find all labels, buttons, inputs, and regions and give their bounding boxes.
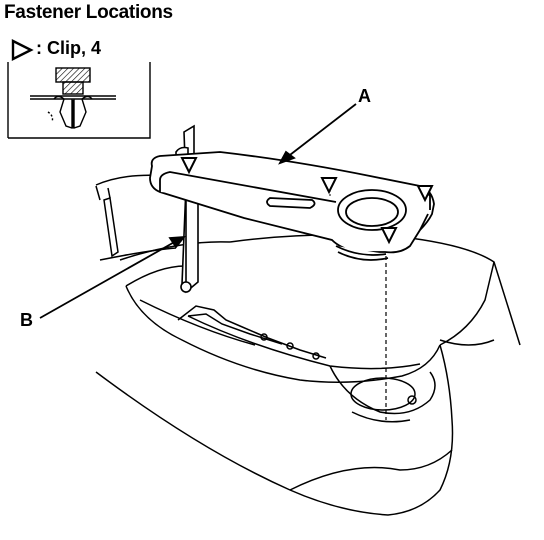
clip-marker-1 — [180, 157, 198, 175]
leader-arrow-a — [278, 150, 296, 165]
bracket-b — [175, 124, 199, 294]
clip-detail-inset — [7, 62, 151, 139]
leader-line-b — [39, 239, 179, 319]
leader-line-a — [285, 103, 357, 159]
clip-marker-4 — [380, 227, 398, 245]
clip-marker-3 — [416, 185, 434, 203]
leader-arrow-b — [168, 235, 186, 249]
callout-label-b: B — [20, 310, 33, 330]
leader-lines — [39, 103, 357, 319]
console-panel-a — [149, 151, 435, 261]
clip-markers — [180, 157, 434, 245]
clip-marker-2 — [320, 177, 338, 195]
page-title: Fastener Locations — [4, 2, 173, 23]
triangle-clip-icon — [11, 39, 34, 61]
callout-label-a: A — [358, 86, 371, 106]
seat-outline — [95, 174, 521, 516]
legend-text: : Clip, 4 — [36, 38, 102, 58]
